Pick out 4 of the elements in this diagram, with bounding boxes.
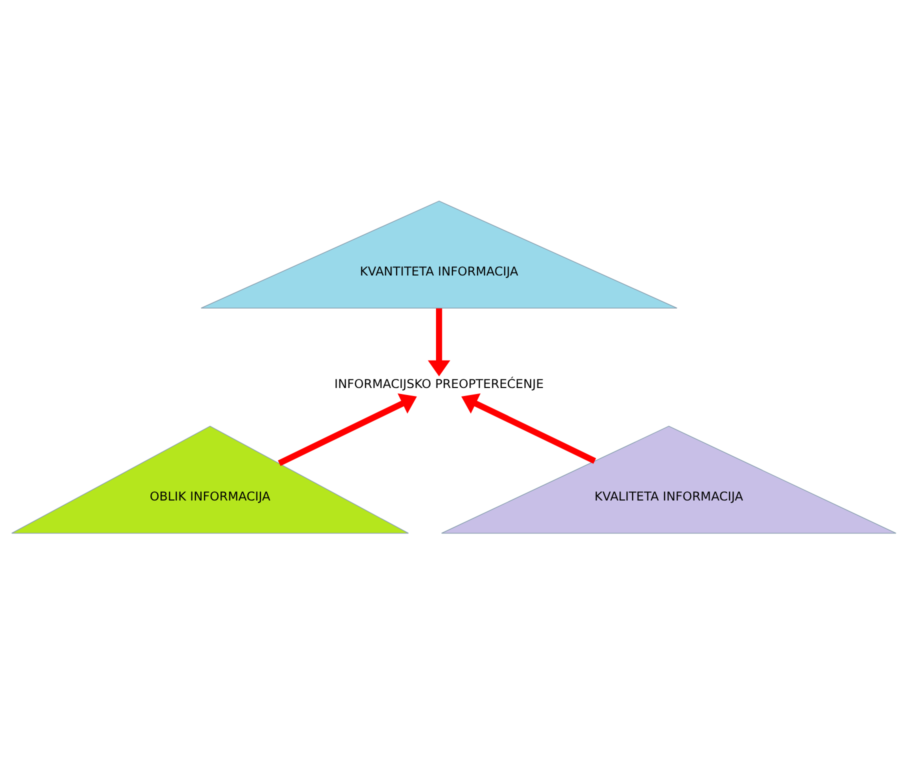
node-text: INFORMACIJSKO PREOPTEREĆENJE: [334, 376, 544, 390]
arrow: [461, 392, 596, 464]
arrow: [278, 392, 417, 466]
arrow: [428, 308, 450, 376]
